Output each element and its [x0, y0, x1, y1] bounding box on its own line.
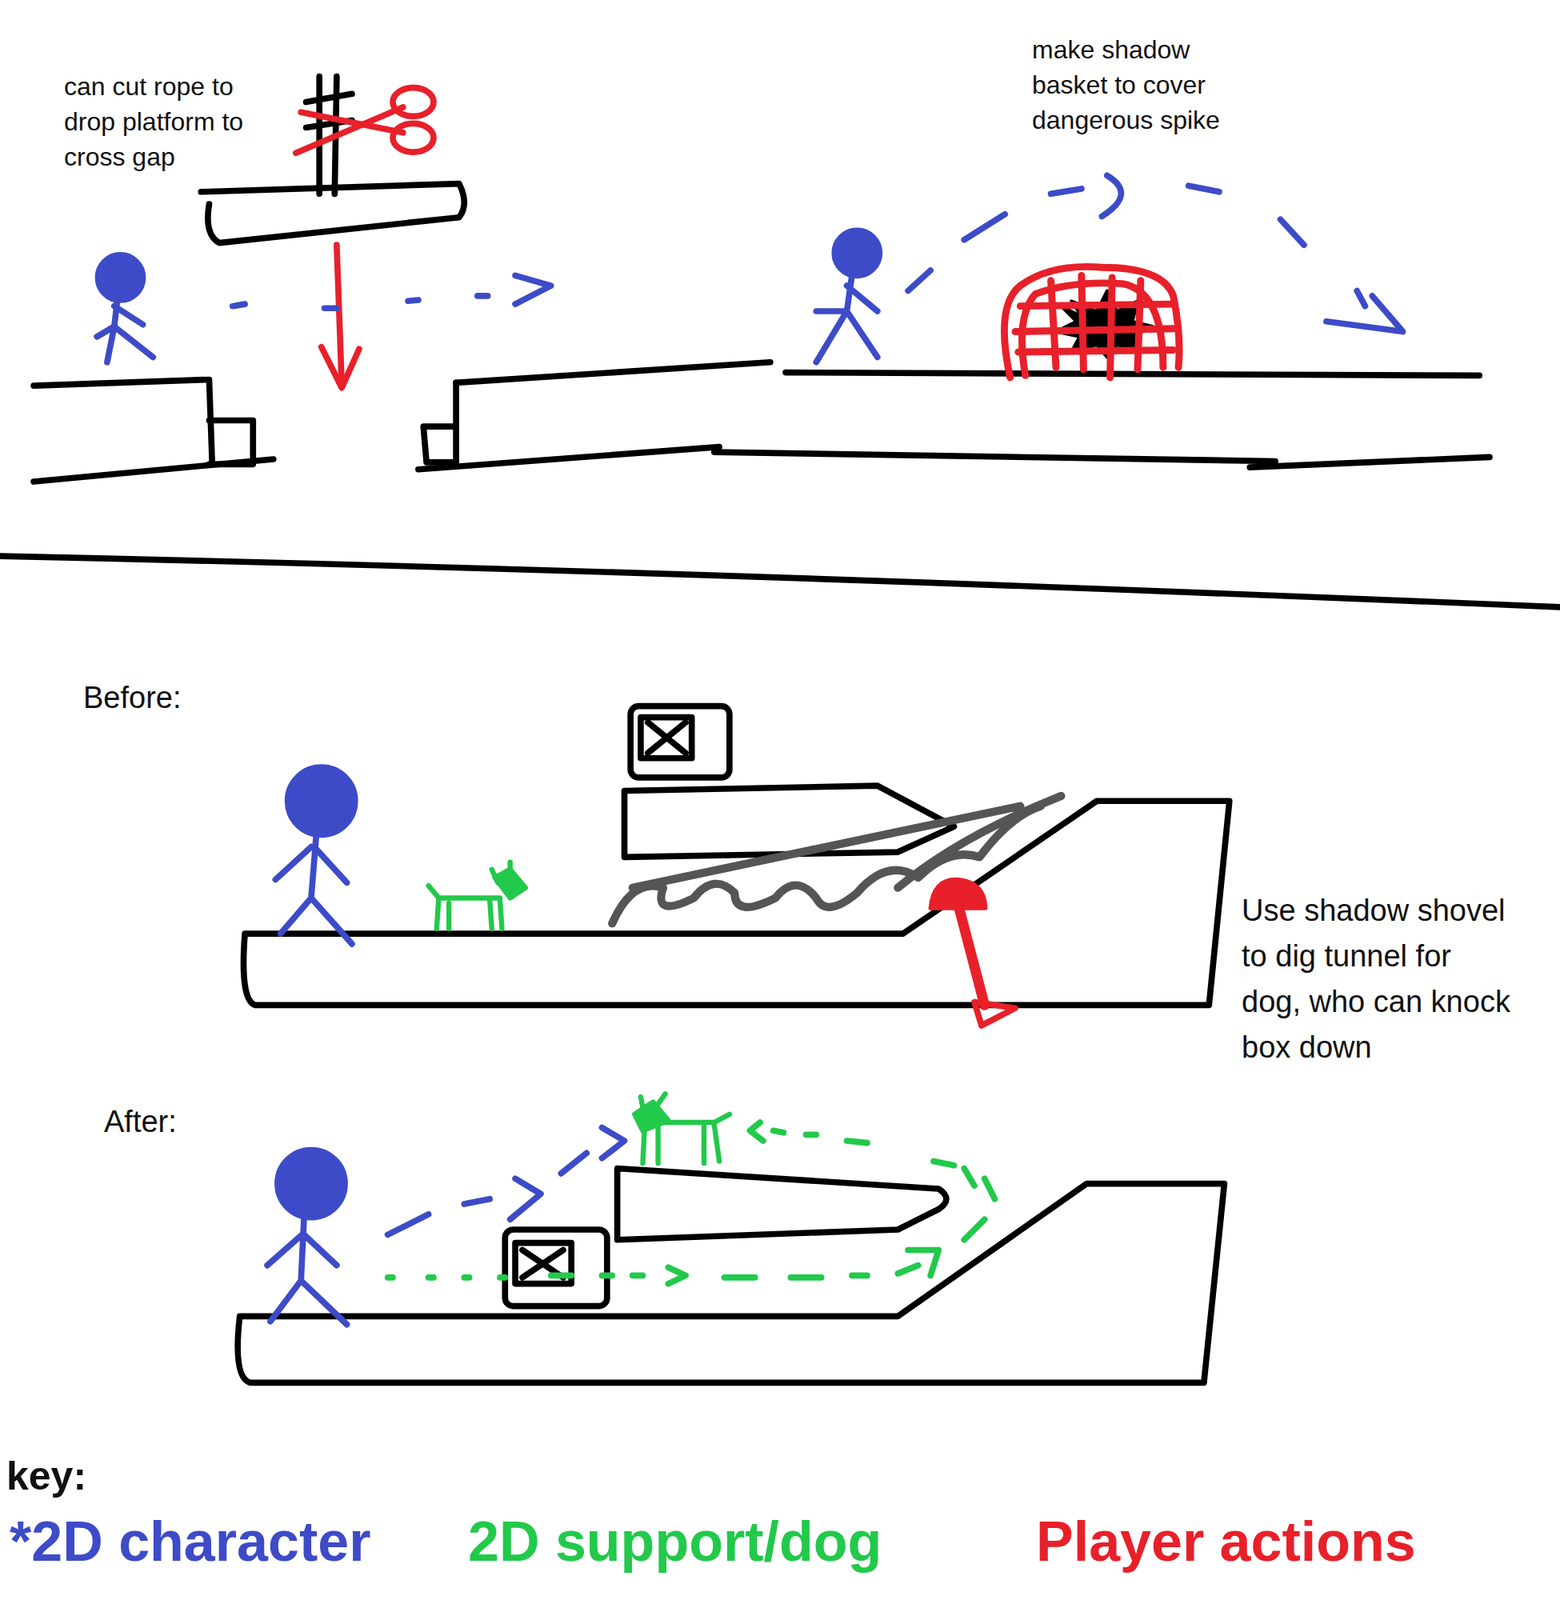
spike-basket	[1004, 266, 1180, 378]
note-text: make shadow basket to cover dangerous sp…	[1032, 32, 1256, 138]
legend-text: 2D support/dog	[468, 1510, 882, 1573]
note-text: After:	[104, 1102, 177, 1141]
legend-entry: Player actions	[1036, 1508, 1416, 1576]
legend-entry: *2D character	[9, 1508, 371, 1576]
scissors	[296, 88, 434, 388]
character	[275, 767, 355, 944]
character	[267, 1127, 624, 1324]
legend-entry: 2D support/dog	[468, 1508, 882, 1576]
note-text: Use shadow shovel to dig tunnel for dog,…	[1241, 888, 1518, 1071]
note-text: key:	[6, 1452, 87, 1500]
ground	[243, 706, 1229, 1006]
dog-path	[388, 1122, 996, 1284]
shovel	[930, 879, 1016, 1026]
ground	[33, 76, 1490, 482]
legend-text: *2D character	[9, 1510, 371, 1573]
note-text: can cut rope to drop platform to cross g…	[64, 68, 284, 175]
character	[96, 175, 1403, 362]
note-text: Before:	[83, 678, 182, 717]
ground	[237, 1168, 1224, 1383]
dirt-scribble	[612, 796, 1061, 924]
divider	[0, 556, 1560, 608]
dog	[634, 1093, 730, 1164]
dog	[428, 862, 526, 929]
legend-text: Player actions	[1036, 1510, 1416, 1573]
